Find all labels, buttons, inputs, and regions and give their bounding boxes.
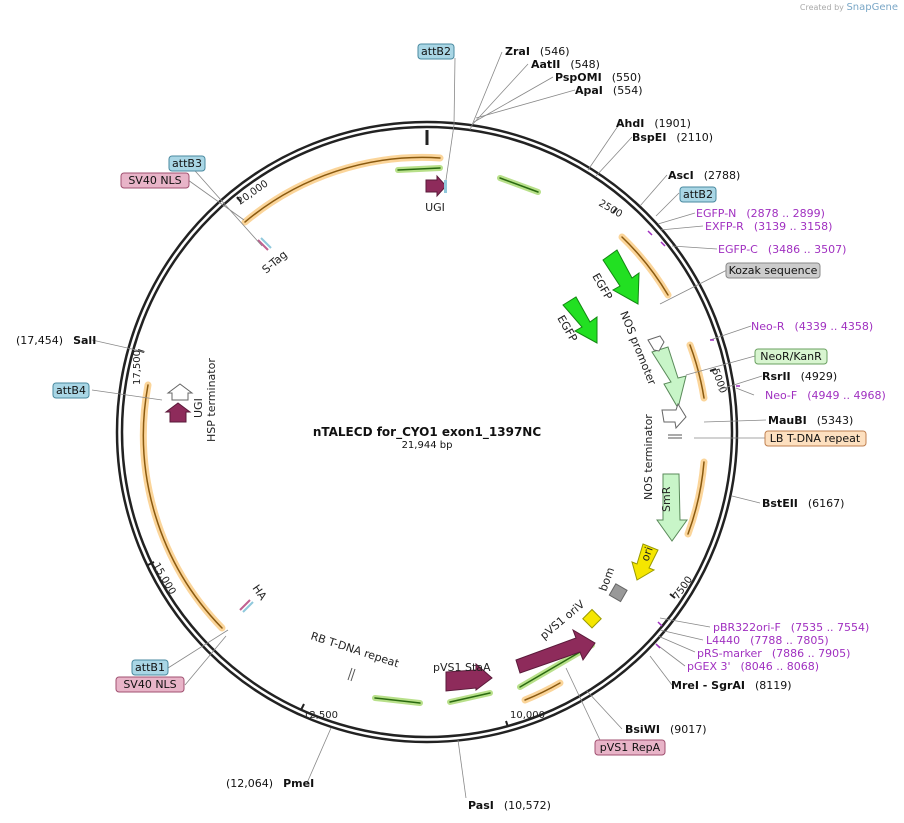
site-bsiwi: BsiWI(9017) [625,723,707,736]
snapgene-credit: Created by SnapGene [800,2,898,13]
orf-arc-right-3 [684,458,708,538]
primer-egfp-c: EGFP-C(3486 .. 3507) [718,243,846,256]
site-ahdi: AhdI(1901) [616,117,691,130]
credit-prefix: Created by [799,3,844,12]
snapgene-logo-text: SnapGene [846,2,898,13]
backbone-inner [120,125,734,739]
site-mrei-sgrai: MreI - SgrAI(8119) [671,679,792,692]
site-asci: AscI(2788) [668,169,740,182]
rb-tdna-mark [347,667,353,681]
egfp-inner-arrow [562,296,598,344]
svg-text:Kozak sequence: Kozak sequence [729,264,818,277]
rb-tdna-label: RB T-DNA repeat [309,629,401,670]
attb2-top-mark [444,180,447,193]
site-sali: (17,454)SalI [16,334,96,347]
box-neor-kanr: NeoR/KanR [754,348,828,365]
box-attb2-top: attB2 [417,43,455,60]
nos-terminator-label: NOS terminator [642,414,655,500]
pvs1-repa-arrow [515,628,596,674]
plasmid-name: nTALECD for_CYO1 exon1_1397NC [313,425,542,440]
svg-text:attB2: attB2 [421,45,451,58]
site-bspei: BspEI(2110) [632,131,713,144]
primer-pgex3: pGEX 3'(8046 .. 8068) [687,660,819,673]
primer-egfp-n: EGFP-N(2878 .. 2899) [696,207,825,220]
pvs1-staa-label: pVS1 StaA [433,661,491,674]
svg-text:attB3: attB3 [172,157,202,170]
hsp-terminator-label: HSP terminator [205,358,218,442]
tick-label-12500: 12,500 [303,710,338,721]
site-pmei: (12,064)PmeI [226,777,314,790]
pvs1-oriv-box [582,608,602,629]
svg-text:pVS1 RepA: pVS1 RepA [600,741,661,754]
primer-prs-marker: pRS-marker(7886 .. 7905) [697,647,850,660]
svg-text:attB4: attB4 [56,384,86,397]
box-attb3: attB3 [168,155,206,172]
hsp-terminator-arrow [166,383,194,401]
box-lb-tdna: LB T-DNA repeat [764,430,867,447]
svg-text:NeoR/KanR: NeoR/KanR [760,350,822,363]
ori-arrow [631,543,659,581]
site-maubi: MauBI(5343) [768,414,853,427]
egfp-outer-label: EGFP [589,271,615,302]
plasmid-length: 21,944 bp [402,440,453,451]
primer-pbr322ori-f: pBR322ori-F(7535 .. 7554) [713,621,869,634]
box-kozak: Kozak sequence [725,262,821,279]
ugi-top-arrow [425,174,447,198]
orf-arcs [139,153,708,704]
site-pasi: PasI(10,572) [468,799,551,812]
box-attb4: attB4 [52,382,90,399]
svg-text:attB1: attB1 [135,661,165,674]
nos-promoter-arrow [651,346,687,410]
nos-terminator-arrow-top [647,335,665,352]
site-zrai: ZraI(546) [505,45,570,58]
box-sv40-nls-top: SV40 NLS [120,172,190,189]
egfp-outer-arrow [602,249,640,305]
box-attb2-right: attB2 [679,186,717,203]
svg-text:SV40 NLS: SV40 NLS [123,678,176,691]
primer-neo-f: Neo-F(4949 .. 4968) [765,389,886,402]
ha-label: HA [250,582,270,603]
tick-label-2500: 2500 [597,198,625,220]
ha-mark [239,599,251,611]
primer-neo-r: Neo-R(4339 .. 4358) [751,320,873,333]
s-tag-mark [257,239,269,251]
svg-text:attB2: attB2 [683,188,713,201]
smr-label: SmR [660,486,673,512]
site-apai: ApaI(554) [575,84,643,97]
svg-text:LB T-DNA repeat: LB T-DNA repeat [770,432,861,445]
site-aatii: AatII(548) [531,58,600,71]
leader-lines [91,51,767,799]
ugi-left-arrow [164,402,192,423]
ugi-left-label: UGI [192,398,205,418]
primer-marks [647,230,740,649]
s-tag-label: S-Tag [260,248,290,276]
bom-box [608,583,628,603]
backbone-outer [115,120,739,744]
site-rsrii: RsrII(4929) [762,370,837,383]
ori-label: ori [639,545,656,563]
tick-label-7500: 7500 [671,575,695,602]
smr-arrow [656,473,688,542]
ugi-top-label: UGI [425,201,445,214]
tick-label-17500: 17,500 [132,350,143,385]
box-sv40-nls-bottom: SV40 NLS [115,676,185,693]
primer-l4440: L4440(7788 .. 7805) [706,634,829,647]
nos-terminator-arrow [661,402,687,430]
primer-exfp-r: EXFP-R(3139 .. 3158) [705,220,832,233]
tick-label-10000: 10,000 [510,710,545,721]
site-pspomi: PspOMI(550) [555,71,641,84]
svg-text:SV40 NLS: SV40 NLS [128,174,181,187]
pvs1-staa-arrow [445,662,493,692]
box-attb1: attB1 [131,659,169,676]
site-bsteii: BstEII(6167) [762,497,844,510]
box-pvs1-repa: pVS1 RepA [594,739,666,756]
